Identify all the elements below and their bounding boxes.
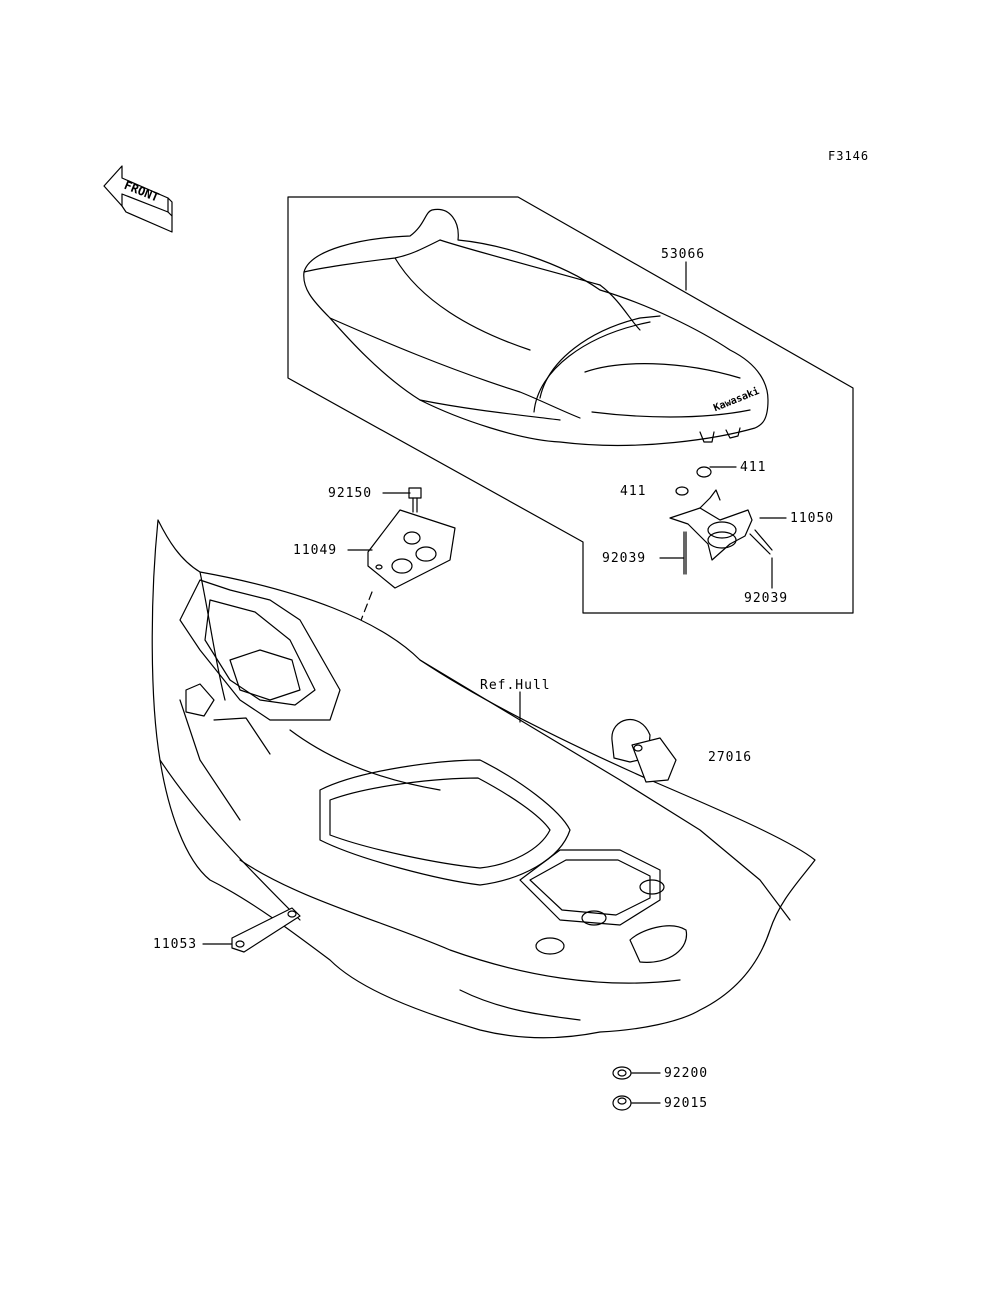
part-label-53066[interactable]: 53066	[661, 247, 706, 262]
part-label-411-lower[interactable]: 411	[620, 484, 647, 499]
part-label-92150[interactable]: 92150	[328, 486, 373, 501]
part-label-92039-left[interactable]: 92039	[602, 551, 647, 566]
cover-27016	[611, 718, 677, 783]
front-arrow-icon: FRONT	[103, 165, 173, 233]
grommet-92015	[612, 1095, 632, 1111]
part-label-92039-right[interactable]: 92039	[744, 591, 789, 606]
nut-411-lower	[675, 486, 689, 496]
plate-11053	[231, 907, 301, 953]
part-label-11049[interactable]: 11049	[293, 543, 338, 558]
reference-label-hull: Ref.Hull	[480, 678, 551, 693]
grommet-92200	[612, 1066, 632, 1080]
nut-411-upper	[696, 466, 712, 478]
part-label-27016[interactable]: 27016	[708, 750, 753, 765]
part-label-92015[interactable]: 92015	[664, 1096, 709, 1111]
hull-drawing	[151, 519, 816, 1039]
bracket-11049	[367, 487, 456, 589]
seat-inset-frame	[287, 196, 854, 614]
seat-drawing: Kawasaki	[303, 208, 769, 447]
latch-assembly	[669, 466, 773, 575]
part-label-92200[interactable]: 92200	[664, 1066, 709, 1081]
figure-code: F3146	[828, 149, 870, 163]
part-label-411-upper[interactable]: 411	[740, 460, 767, 475]
part-label-11053[interactable]: 11053	[153, 937, 198, 952]
leader-lines	[202, 261, 787, 1104]
part-label-11050[interactable]: 11050	[790, 511, 835, 526]
